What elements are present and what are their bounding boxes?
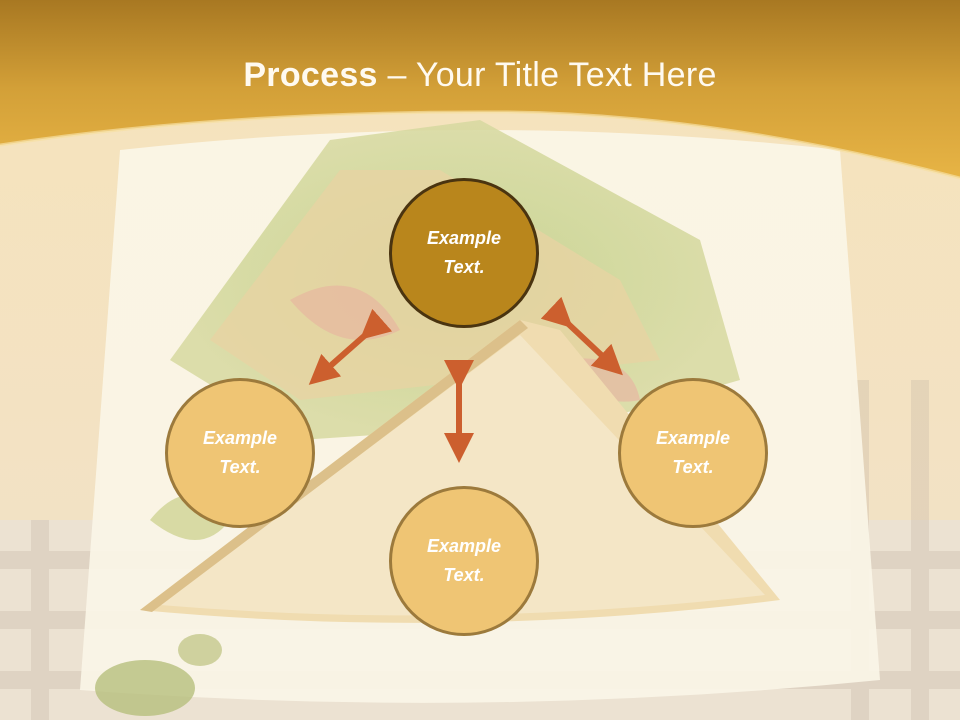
node-left-text: Example Text. <box>202 428 278 477</box>
title-bold: Process <box>243 56 378 94</box>
node-bottom-text: Example Text. <box>426 536 502 585</box>
process-node-left[interactable]: Example Text. <box>165 378 315 528</box>
process-node-bottom[interactable]: Example Text. <box>389 486 539 636</box>
arrow-top-right <box>540 296 623 376</box>
node-top-text: Example Text. <box>426 228 502 277</box>
arrow-top-left <box>308 308 393 385</box>
process-node-right[interactable]: Example Text. <box>618 378 768 528</box>
slide-title: Process – Your Title Text Here <box>0 52 960 98</box>
node-right-text: Example Text. <box>655 428 731 477</box>
process-node-top[interactable]: Example Text. <box>389 178 539 328</box>
title-rest: – Your Title Text Here <box>377 56 717 94</box>
